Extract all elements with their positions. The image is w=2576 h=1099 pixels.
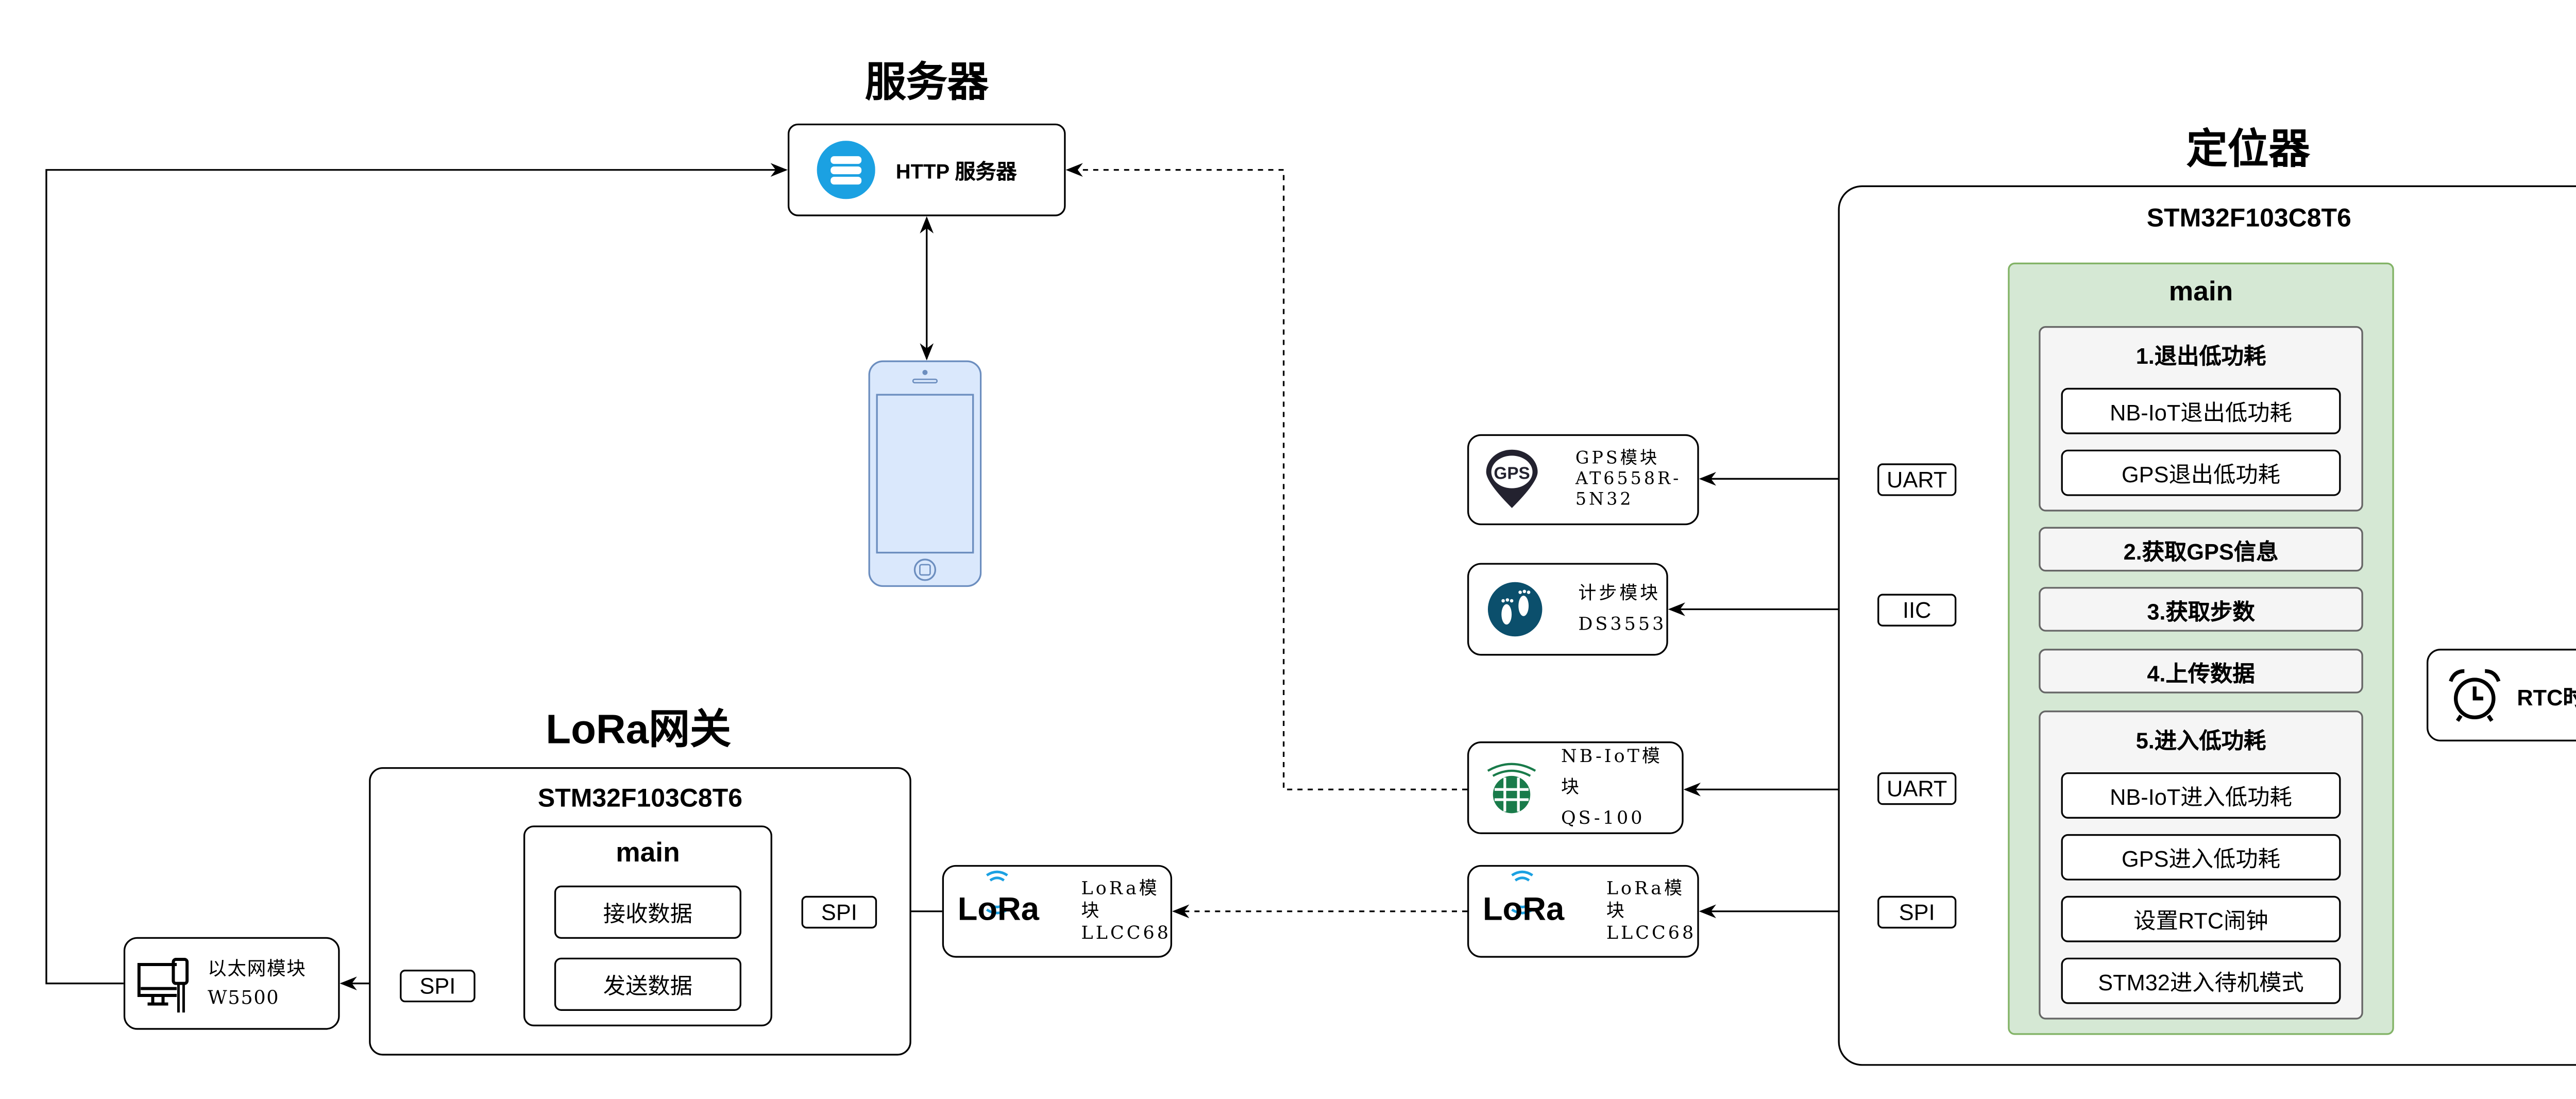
step1-title: 1.退出低功耗	[2136, 343, 2266, 369]
lora-logo-text: LoRa	[957, 892, 1039, 929]
gateway-main-label: main	[616, 839, 680, 869]
lora-text: LoRa模块 LLCC68	[1606, 878, 1696, 945]
ethernet-text: 以太网模块 W5500	[208, 954, 307, 1012]
gps-text: GPS模块 AT6558R-5N32	[1575, 449, 1689, 511]
step-model: DS3553	[1578, 614, 1667, 635]
receive-data-item[interactable]: 接收数据	[554, 885, 741, 939]
nb-iot-globe-icon	[1487, 763, 1536, 814]
send-data-item[interactable]: 发送数据	[554, 957, 741, 1011]
step-text: 计步模块 DS3553	[1578, 579, 1666, 640]
nb-enter-lowpower-item[interactable]: NB-IoT进入低功耗	[2061, 772, 2341, 819]
gateway-title: LoRa网关	[546, 707, 732, 754]
locator-mcu-label: STM32F103C8T6	[2146, 204, 2351, 234]
locator-main-label: main	[2168, 278, 2233, 308]
gps-icon-text: GPS	[1494, 463, 1530, 482]
gateway-ethernet-spi-label: SPI	[400, 970, 476, 1003]
ethernet-model: W5500	[208, 987, 280, 1009]
lora-model: LLCC68	[1606, 922, 1697, 943]
locator-lora-module[interactable]: LoRa LoRa模块 LLCC68	[1467, 865, 1699, 958]
nb-uart-label: UART	[1877, 772, 1957, 805]
http-server-box[interactable]: HTTP 服务器	[787, 123, 1066, 216]
gps-uart-label: UART	[1877, 463, 1957, 496]
lora-logo-text: LoRa	[1482, 892, 1565, 929]
ethernet-module[interactable]: 以太网模块 W5500	[123, 937, 340, 1030]
gps-pin-icon: GPS	[1486, 449, 1538, 508]
nb-model: QS-100	[1561, 808, 1645, 829]
lora-spi-label: SPI	[1877, 895, 1957, 929]
gps-name: GPS模块	[1575, 449, 1660, 468]
lora-text: LoRa模块 LLCC68	[1081, 878, 1171, 945]
lora-logo-icon: LoRa	[1482, 870, 1582, 930]
cloud-server-icon	[817, 141, 875, 199]
lora-model: LLCC68	[1081, 922, 1171, 943]
rtc-clock-box[interactable]: RTC时钟	[2427, 649, 2576, 741]
ethernet-name: 以太网模块	[208, 957, 307, 980]
nb-name: NB-IoT模块	[1561, 746, 1663, 798]
alarm-clock-icon	[2448, 669, 2500, 722]
gateway-mcu-label: STM32F103C8T6	[537, 784, 743, 814]
lora-logo-icon: LoRa	[957, 870, 1057, 930]
lora-name: LoRa模块	[1081, 877, 1160, 921]
rtc-clock-label: RTC时钟	[2517, 684, 2576, 710]
gps-exit-lowpower-item[interactable]: GPS退出低功耗	[2061, 449, 2341, 496]
step3-get-steps[interactable]: 3.获取步数	[2039, 587, 2363, 632]
server-title: 服务器	[865, 60, 989, 107]
set-rtc-alarm-item[interactable]: 设置RTC闹钟	[2061, 895, 2341, 942]
gps-model: AT6558R-5N32	[1575, 469, 1682, 509]
step4-upload-data[interactable]: 4.上传数据	[2039, 649, 2363, 694]
step-name: 计步模块	[1578, 583, 1661, 604]
step-counter-module[interactable]: 计步模块 DS3553	[1467, 563, 1668, 656]
nb-to-server-dashed-line	[1065, 163, 1468, 790]
stm32-standby-item[interactable]: STM32进入待机模式	[2061, 957, 2341, 1004]
lora-name: LoRa模块	[1606, 877, 1685, 921]
ethernet-computer-icon	[137, 958, 189, 1013]
nb-iot-module[interactable]: NB-IoT模块 QS-100	[1467, 741, 1684, 834]
nb-exit-lowpower-item[interactable]: NB-IoT退出低功耗	[2061, 387, 2341, 434]
gateway-lora-spi-label: SPI	[801, 895, 877, 929]
ethernet-to-server-line	[45, 163, 788, 985]
gps-module[interactable]: GPS GPS模块 AT6558R-5N32	[1467, 434, 1699, 526]
http-server-label: HTTP 服务器	[895, 159, 1017, 183]
step-iic-label: IIC	[1877, 594, 1957, 627]
gateway-lora-module[interactable]: LoRa LoRa模块 LLCC68	[942, 865, 1173, 958]
nb-text: NB-IoT模块 QS-100	[1561, 741, 1682, 834]
step5-title: 5.进入低功耗	[2136, 728, 2266, 754]
footprints-icon	[1487, 582, 1543, 637]
smartphone-icon	[868, 360, 982, 587]
step2-get-gps[interactable]: 2.获取GPS信息	[2039, 527, 2363, 572]
gps-enter-lowpower-item[interactable]: GPS进入低功耗	[2061, 834, 2341, 881]
locator-title: 定位器	[2186, 127, 2310, 174]
